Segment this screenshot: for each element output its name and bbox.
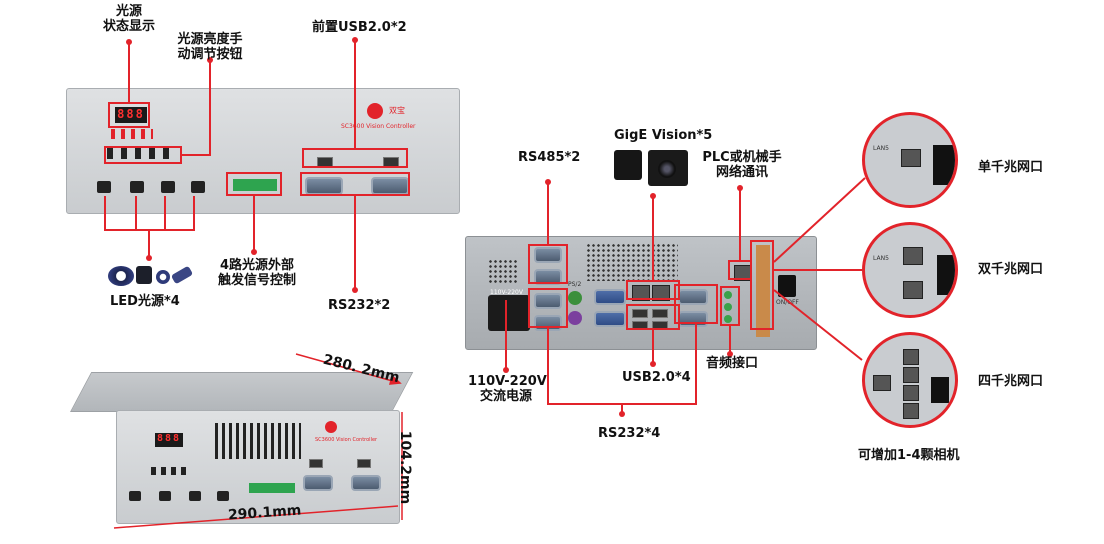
lan-port[interactable] — [652, 285, 670, 301]
model-text-3d: SC3600 Vision Controller — [315, 437, 378, 443]
label-single-gbe: 单千兆网口 — [978, 160, 1044, 175]
light-port-2[interactable] — [130, 181, 144, 193]
com3-port[interactable] — [534, 247, 562, 263]
indicator-leds — [111, 129, 153, 139]
label-usb-4: USB2.0*4 — [622, 370, 691, 385]
label-quad-gbe: 四千兆网口 — [978, 374, 1044, 389]
label-rs232-4: RS232*4 — [598, 426, 661, 441]
label-dual-gbe: 双千兆网口 — [978, 262, 1044, 277]
vent-grille — [586, 243, 678, 281]
rear-usb[interactable] — [632, 309, 648, 318]
power-socket[interactable] — [488, 295, 530, 331]
line-rs232-rear — [547, 324, 697, 414]
com4-port[interactable] — [534, 269, 562, 285]
rear-usb[interactable] — [652, 309, 668, 318]
label-brightness-button: 光源亮度手动调节按钮 — [177, 32, 243, 62]
light-port-1[interactable] — [97, 181, 111, 193]
label-trigger: 4路光源外部触发信号控制 — [217, 258, 296, 288]
audio-jack[interactable] — [724, 315, 732, 323]
callout-box-usb-rear — [626, 304, 680, 330]
trigger-terminal-3d[interactable] — [249, 483, 295, 493]
vga-port[interactable] — [594, 289, 626, 305]
label-audio: 音频接口 — [706, 356, 759, 371]
callout-box-display — [108, 102, 150, 128]
front-panel: 双宝 SC3600 Vision Controller 888 — [66, 88, 460, 214]
light-port-4[interactable] — [191, 181, 205, 193]
single-gbe-photo: LAN5 — [862, 112, 958, 208]
ps2-port[interactable] — [568, 291, 582, 305]
led-coaxial-light — [156, 270, 170, 284]
callout-box-trigger — [226, 172, 282, 196]
usb-3d[interactable] — [309, 459, 323, 468]
label-led-light: LED光源*4 — [110, 294, 180, 309]
lan-port[interactable] — [632, 285, 650, 301]
label-gige: GigE Vision*5 — [614, 128, 713, 143]
dimension-height: 104.2mm — [397, 430, 414, 505]
led-ring-light — [108, 266, 134, 286]
light-port-3d[interactable] — [129, 491, 141, 501]
led-bar-light — [136, 266, 152, 284]
callout-box-gige — [626, 280, 680, 300]
dual-gbe-photo: LAN5 — [862, 222, 958, 318]
light-port-3d[interactable] — [189, 491, 201, 501]
vent-grille — [488, 259, 518, 285]
label-rs232-2: RS232*2 — [328, 298, 391, 313]
callout-box-usb — [302, 148, 408, 168]
callout-box-slot — [750, 240, 774, 330]
label-expand: 可增加1-4颗相机 — [858, 448, 960, 463]
callout-box-com78 — [674, 284, 718, 324]
ps2-label: PS/2 — [568, 281, 582, 288]
model-text: SC3600 Vision Controller — [341, 123, 416, 130]
expansion-slot — [756, 245, 770, 337]
switch-label: ON/OFF — [776, 299, 799, 306]
com-3d[interactable] — [351, 475, 381, 491]
light-port-3d[interactable] — [217, 491, 229, 501]
line-led — [104, 196, 195, 258]
light-port-3[interactable] — [161, 181, 175, 193]
callout-box-rs232-rear — [528, 288, 568, 328]
audio-jack[interactable] — [724, 303, 732, 311]
logo-icon — [325, 421, 337, 433]
usb-3d[interactable] — [357, 459, 371, 468]
callout-box-rs485 — [528, 244, 568, 284]
callout-box-audio — [720, 286, 740, 326]
callout-box-buttons — [104, 146, 182, 164]
vent-grille — [215, 423, 301, 459]
line-exp-3 — [773, 289, 863, 361]
light-port-3d[interactable] — [159, 491, 171, 501]
power-switch[interactable] — [778, 275, 796, 297]
status-display: 888 — [115, 107, 147, 123]
rear-panel: 110V-220V PS/2 ON/OFF — [465, 236, 817, 350]
front-3d-panel: 888 SC3600 Vision Controller — [116, 410, 400, 524]
logo-icon — [367, 103, 383, 119]
ps2-port[interactable] — [568, 311, 582, 325]
adjust-buttons[interactable] — [107, 147, 177, 159]
callout-box-rs232 — [300, 172, 410, 196]
line-exp-1 — [773, 177, 866, 263]
com5-port[interactable] — [534, 293, 562, 309]
camera-icon — [614, 150, 642, 180]
audio-jack[interactable] — [724, 291, 732, 299]
label-plc: PLC或机械手网络通讯 — [702, 150, 782, 180]
status-display-3d: 888 — [155, 433, 183, 447]
label-front-usb: 前置USB2.0*2 — [312, 20, 407, 35]
voltage-text: 110V-220V — [490, 289, 523, 296]
line-buttons — [182, 60, 211, 156]
buttons-3d[interactable] — [151, 467, 191, 475]
com-3d[interactable] — [303, 475, 333, 491]
label-rs485: RS485*2 — [518, 150, 581, 165]
brand-text: 双宝 — [389, 106, 405, 115]
vga-port[interactable] — [594, 311, 626, 327]
label-light-status: 光源状态显示 — [102, 4, 155, 34]
quad-gbe-photo — [862, 332, 958, 428]
trigger-terminal[interactable] — [233, 179, 277, 191]
camera-icon — [648, 150, 688, 186]
